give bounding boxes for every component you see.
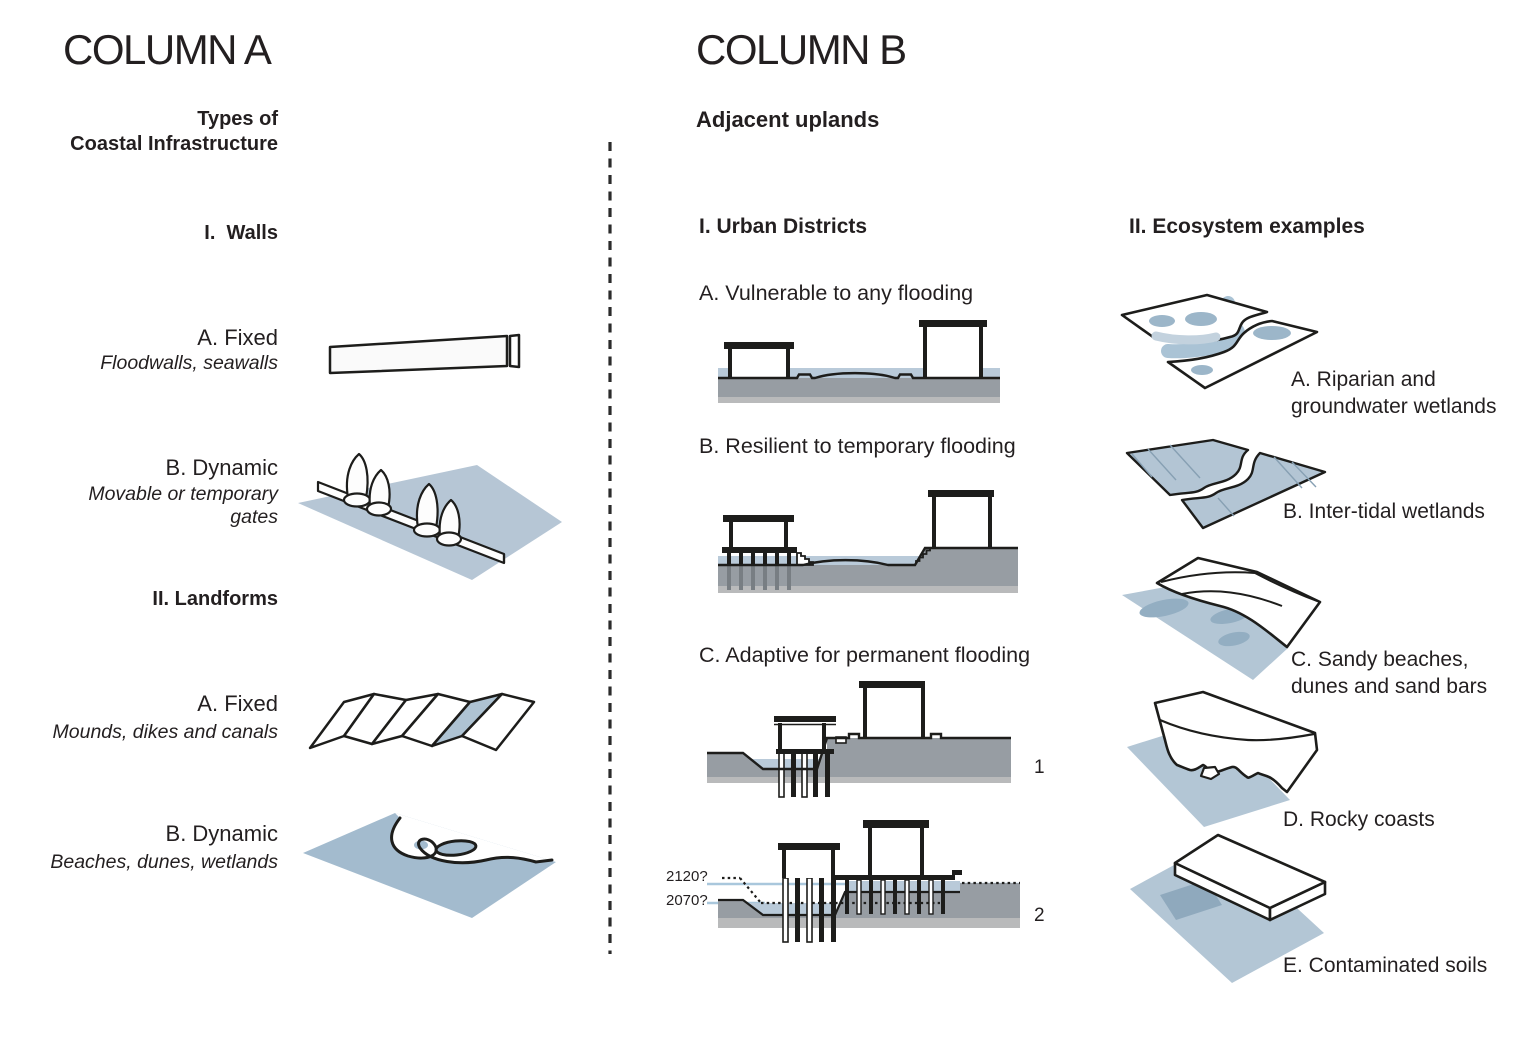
walls-fixed-desc: Floodwalls, seawalls [100,352,278,374]
rocky-coasts-label: D. Rocky coasts [1283,808,1435,831]
urban-resilient-label: B. Resilient to temporary flooding [699,434,1016,458]
beaches-dunes-wetlands-icon [303,813,556,918]
walls-dynamic-label: B. Dynamic [165,455,278,480]
fixed-wall-icon [328,333,521,375]
resilient-district-icon [718,490,1018,593]
rocky-coasts-icon [1127,690,1319,827]
column-b-subtitle: Adjacent uplands [696,107,880,132]
landforms-dynamic-desc: Beaches, dunes, wetlands [50,851,278,873]
walls-fixed-label: A. Fixed [197,325,278,350]
sea-level-2070-label: 2070? [666,892,708,909]
sandy-beaches-icon [1122,556,1322,680]
movable-gates-icon [298,452,562,580]
section-landforms-heading: II. Landforms [152,588,278,610]
adaptive-district-icon-2 [707,820,1020,943]
figure-2-label: 2 [1034,905,1045,926]
landforms-dynamic-label: B. Dynamic [165,821,278,846]
vulnerable-district-icon [718,320,1000,403]
urban-districts-heading: I. Urban Districts [699,215,868,238]
contaminated-soils-icon [1130,833,1327,983]
figure-1-label: 1 [1034,757,1045,778]
riparian-wetlands-label: A. Riparian and groundwater wetlands [1291,368,1497,418]
column-divider [608,142,612,954]
column-a-subtitle: Types of Coastal Infrastructure [70,108,278,155]
urban-adaptive-label: C. Adaptive for permanent flooding [699,643,1031,667]
column-a-title: COLUMN A [63,26,272,73]
intertidal-wetlands-icon [1125,438,1327,530]
adaptive-district-icon-1 [707,681,1011,798]
walls-dynamic-desc: Movable or temporary gates [88,483,278,528]
intertidal-wetlands-label: B. Inter-tidal wetlands [1283,500,1485,523]
riparian-wetlands-icon [1120,293,1319,390]
ecosystem-examples-heading: II. Ecosystem examples [1129,215,1365,238]
mounds-dikes-canals-icon [308,692,536,752]
column-b-title: COLUMN B [696,26,907,73]
urban-vulnerable-label: A. Vulnerable to any flooding [699,281,974,305]
landforms-fixed-desc: Mounds, dikes and canals [52,721,278,743]
section-walls-heading: I. Walls [204,222,278,244]
sea-level-2120-label: 2120? [666,868,708,885]
landforms-fixed-label: A. Fixed [197,691,278,716]
sandy-beaches-label: C. Sandy beaches, dunes and sand bars [1291,648,1488,698]
contaminated-soils-label: E. Contaminated soils [1283,954,1488,977]
